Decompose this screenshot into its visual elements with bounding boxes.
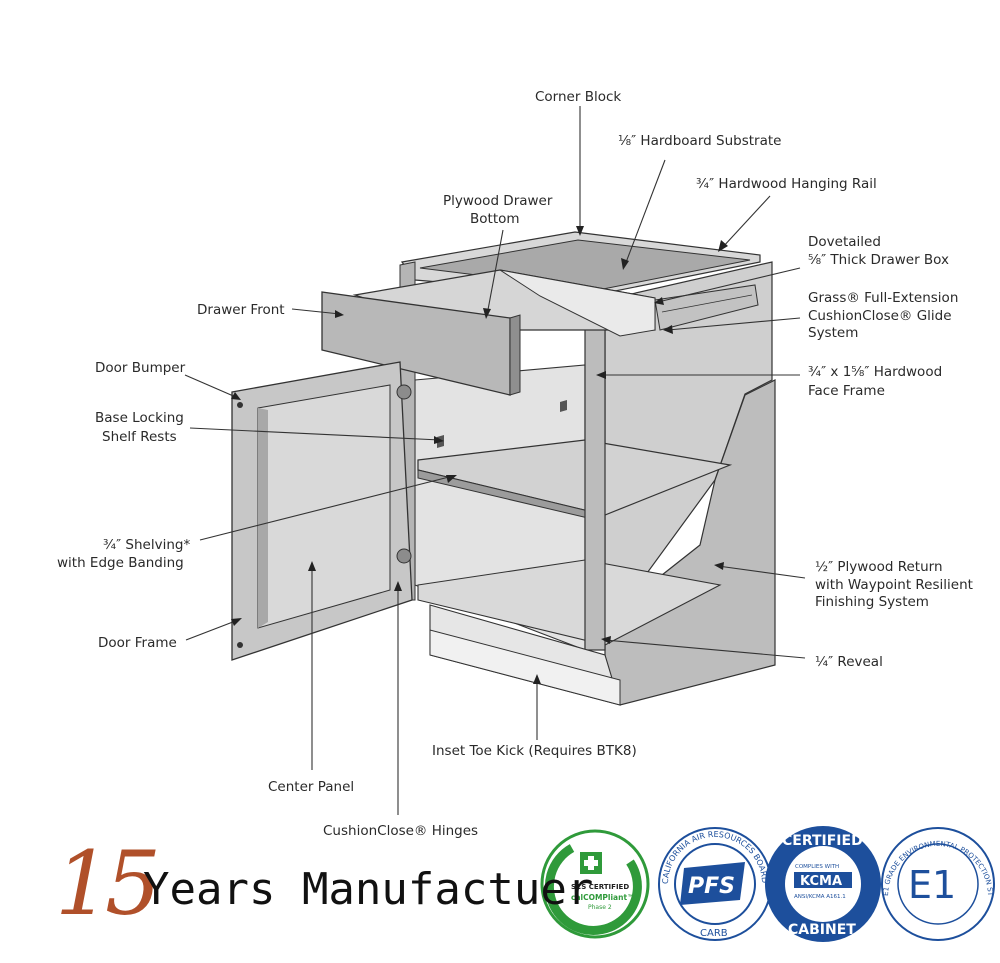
- label-dovetailed-2: ⅝″ Thick Drawer Box: [808, 252, 949, 268]
- label-reveal: ¼″ Reveal: [815, 654, 883, 670]
- years-manufacturer-text: Years Manufactuer: [143, 864, 594, 915]
- label-shelving-1: ¾″ Shelving*: [103, 537, 190, 553]
- kcma-top-text: CERTIFIED: [782, 833, 863, 849]
- label-grass-glide-1: Grass® Full-Extension: [808, 290, 958, 306]
- label-dovetailed-1: Dovetailed: [808, 234, 881, 250]
- door-center-panel: [257, 384, 391, 629]
- carb-badge: CALIFORNIA AIR RESOURCES BOARD PFS CARB: [658, 827, 772, 941]
- shelf: [417, 439, 733, 516]
- label-drawer-front: Drawer Front: [197, 302, 285, 318]
- kcma-bottom-text: CABINET: [788, 922, 856, 938]
- label-grass-glide-3: System: [808, 325, 858, 341]
- label-hinges: CushionClose® Hinges: [323, 823, 478, 839]
- kcma-badge: CERTIFIED COMPLIES WITH KCMA ANSI/KCMA A…: [765, 826, 881, 942]
- label-plywood-return-1: ½″ Plywood Return: [815, 559, 943, 575]
- label-corner-block: Corner Block: [535, 89, 621, 105]
- label-plywood-return-2: with Waypoint Resilient: [815, 577, 973, 593]
- carb-center-text: PFS: [688, 874, 735, 899]
- years-number: 15: [55, 832, 161, 935]
- label-door-frame: Door Frame: [98, 635, 177, 651]
- top-hinge: [396, 384, 412, 400]
- label-plywood-drawer-bottom-2: Bottom: [470, 211, 520, 227]
- cabinet-illustration: [231, 231, 776, 706]
- callout-labels: Corner Block ⅛″ Hardboard Substrate ¾″ H…: [57, 89, 973, 839]
- label-hanging-rail: ¾″ Hardwood Hanging Rail: [696, 176, 877, 192]
- bottom-hinge: [396, 548, 412, 564]
- scs-badge-line-1: SCS CERTIFIED: [571, 883, 629, 891]
- label-grass-glide-2: CushionClose® Glide: [808, 308, 952, 324]
- carb-bottom-text: CARB: [700, 928, 728, 939]
- label-hardboard-substrate: ⅛″ Hardboard Substrate: [618, 133, 781, 149]
- scs-badge-line-3: Phase 2: [588, 904, 612, 911]
- label-shelving-2: with Edge Banding: [57, 555, 184, 571]
- label-face-frame-2: Face Frame: [808, 383, 885, 399]
- kcma-standard-text: ANSI/KCMA A161.1: [794, 894, 846, 900]
- label-plywood-return-3: Finishing System: [815, 594, 929, 610]
- face-frame-stile: [584, 299, 606, 651]
- kcma-small-text: COMPLIES WITH: [795, 864, 839, 870]
- cabinet-floor: [417, 559, 722, 646]
- kcma-mid-text: KCMA: [800, 874, 842, 889]
- callout-lines: [184, 106, 806, 815]
- label-toe-kick: Inset Toe Kick (Requires BTK8): [432, 743, 637, 759]
- label-center-panel: Center Panel: [268, 779, 354, 795]
- label-plywood-drawer-bottom-1: Plywood Drawer: [443, 193, 553, 209]
- scs-badge-line-2: calCOMPliant™: [571, 893, 635, 902]
- label-face-frame-1: ¾″ x 1⅝″ Hardwood: [808, 364, 942, 380]
- label-shelf-rests-1: Base Locking: [95, 410, 184, 426]
- scs-badge: SCS CERTIFIED calCOMPliant™ Phase 2: [540, 829, 650, 939]
- label-shelf-rests-2: Shelf Rests: [102, 429, 177, 445]
- label-door-bumper: Door Bumper: [95, 360, 186, 376]
- e1-center-text: E1: [908, 863, 956, 907]
